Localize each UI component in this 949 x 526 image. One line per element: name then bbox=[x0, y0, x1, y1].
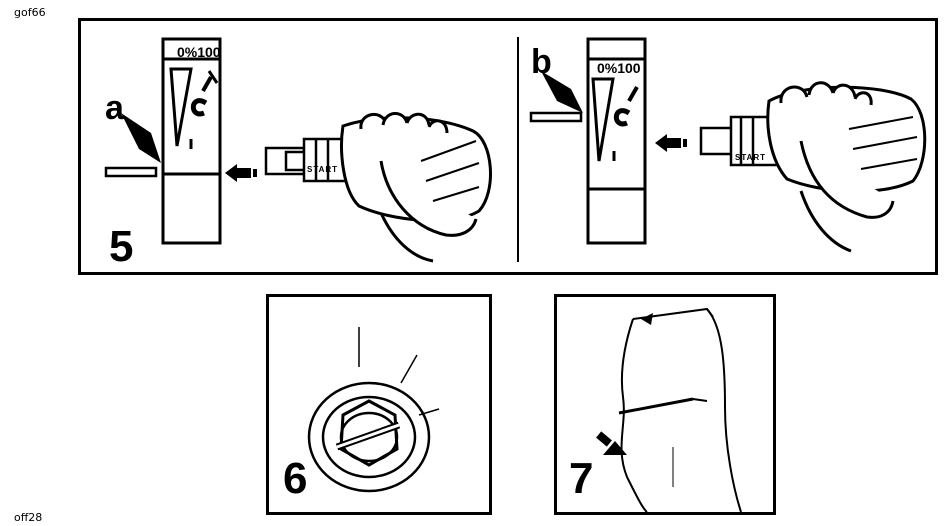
right-start-label: START bbox=[735, 153, 767, 162]
step-7-arrow bbox=[596, 431, 627, 455]
step-7-number: 7 bbox=[569, 454, 594, 503]
right-label-b: b bbox=[531, 43, 552, 81]
left-small-arrow bbox=[207, 70, 219, 84]
pen-cap-top-view bbox=[307, 381, 431, 493]
step-7-panel: 7 bbox=[554, 294, 776, 515]
top-figure-code: gof66 bbox=[14, 6, 46, 19]
step-5-panel: 5 a 0%100 START b 0%100 START bbox=[78, 18, 938, 275]
right-push-arrow bbox=[655, 134, 687, 152]
left-push-arrow bbox=[225, 164, 257, 182]
left-pointer-arrow bbox=[121, 113, 161, 163]
left-hand bbox=[340, 112, 492, 263]
step-5-number: 5 bbox=[109, 222, 134, 271]
step-5-illustration bbox=[104, 37, 927, 263]
shine-lines bbox=[358, 327, 440, 416]
step-6-illustration bbox=[307, 327, 440, 493]
left-label-a: a bbox=[105, 89, 124, 127]
bottom-figure-code: off28 bbox=[14, 511, 43, 524]
step-6-panel: 6 bbox=[266, 294, 492, 515]
step-7-illustration bbox=[596, 307, 742, 512]
right-reference-bar bbox=[529, 111, 583, 123]
left-reference-bar bbox=[104, 166, 158, 178]
right-pointer-arrow bbox=[541, 71, 583, 113]
abdomen-outline bbox=[618, 307, 742, 512]
shirt-tag bbox=[641, 313, 653, 325]
right-window-markings bbox=[591, 77, 639, 162]
left-scale-label: 0%100 bbox=[177, 44, 221, 60]
left-window-markings bbox=[169, 67, 213, 149]
left-start-label: START bbox=[307, 165, 339, 174]
step-6-number: 6 bbox=[283, 454, 308, 503]
right-scale-label: 0%100 bbox=[597, 60, 641, 76]
right-hand bbox=[766, 81, 927, 253]
